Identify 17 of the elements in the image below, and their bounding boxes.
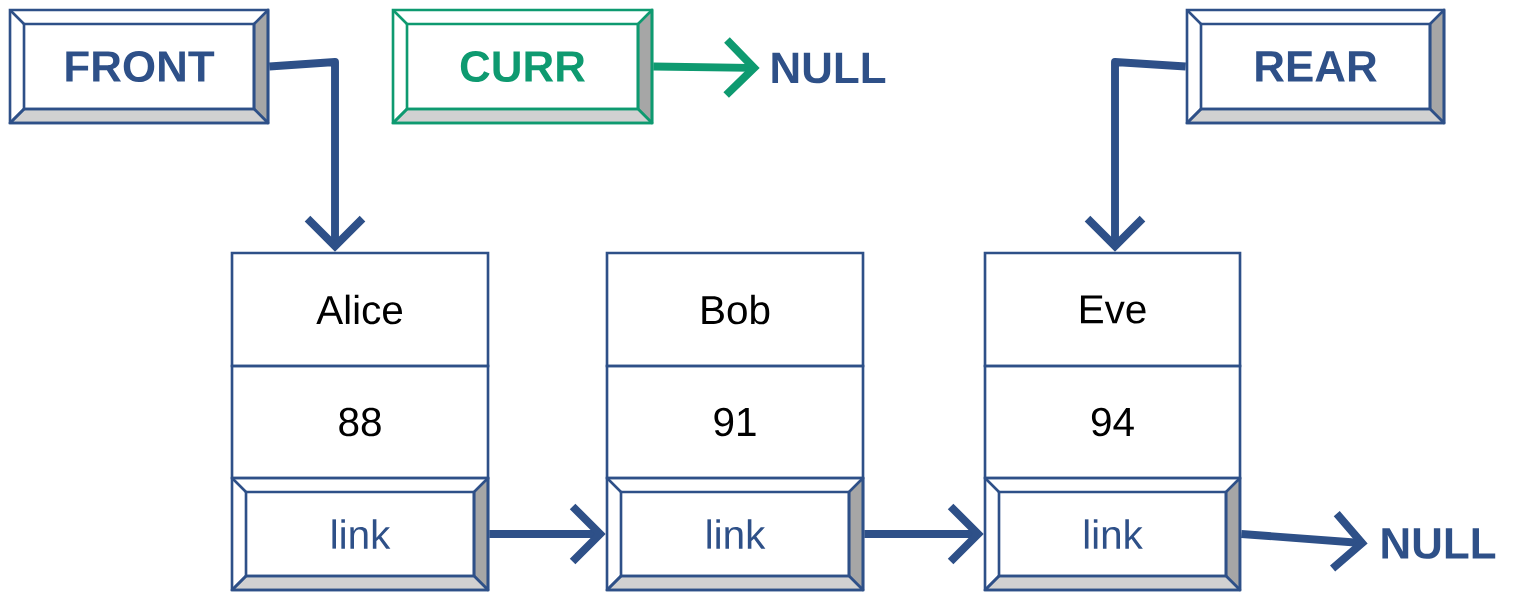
pointer-box: REAR [1185,8,1446,125]
null-label: NULL [772,52,886,84]
null-label: NULL [1382,528,1496,559]
field-cell: 88 [230,364,490,480]
arrow [1241,511,1368,572]
field-cell: 91 [605,364,865,480]
pointer-box: link [983,476,1242,592]
field-cell: Alice [230,251,490,368]
pointer-box: CURR [391,8,654,125]
field-cell: 94 [983,364,1242,480]
arrow [269,58,366,252]
arrow [1084,58,1186,252]
pointer-box: link [605,476,865,592]
field-cell: Eve [983,251,1242,368]
pointer-box: link [230,476,490,592]
field-cell: Bob [605,251,865,368]
pointer-box: FRONT [8,8,270,125]
